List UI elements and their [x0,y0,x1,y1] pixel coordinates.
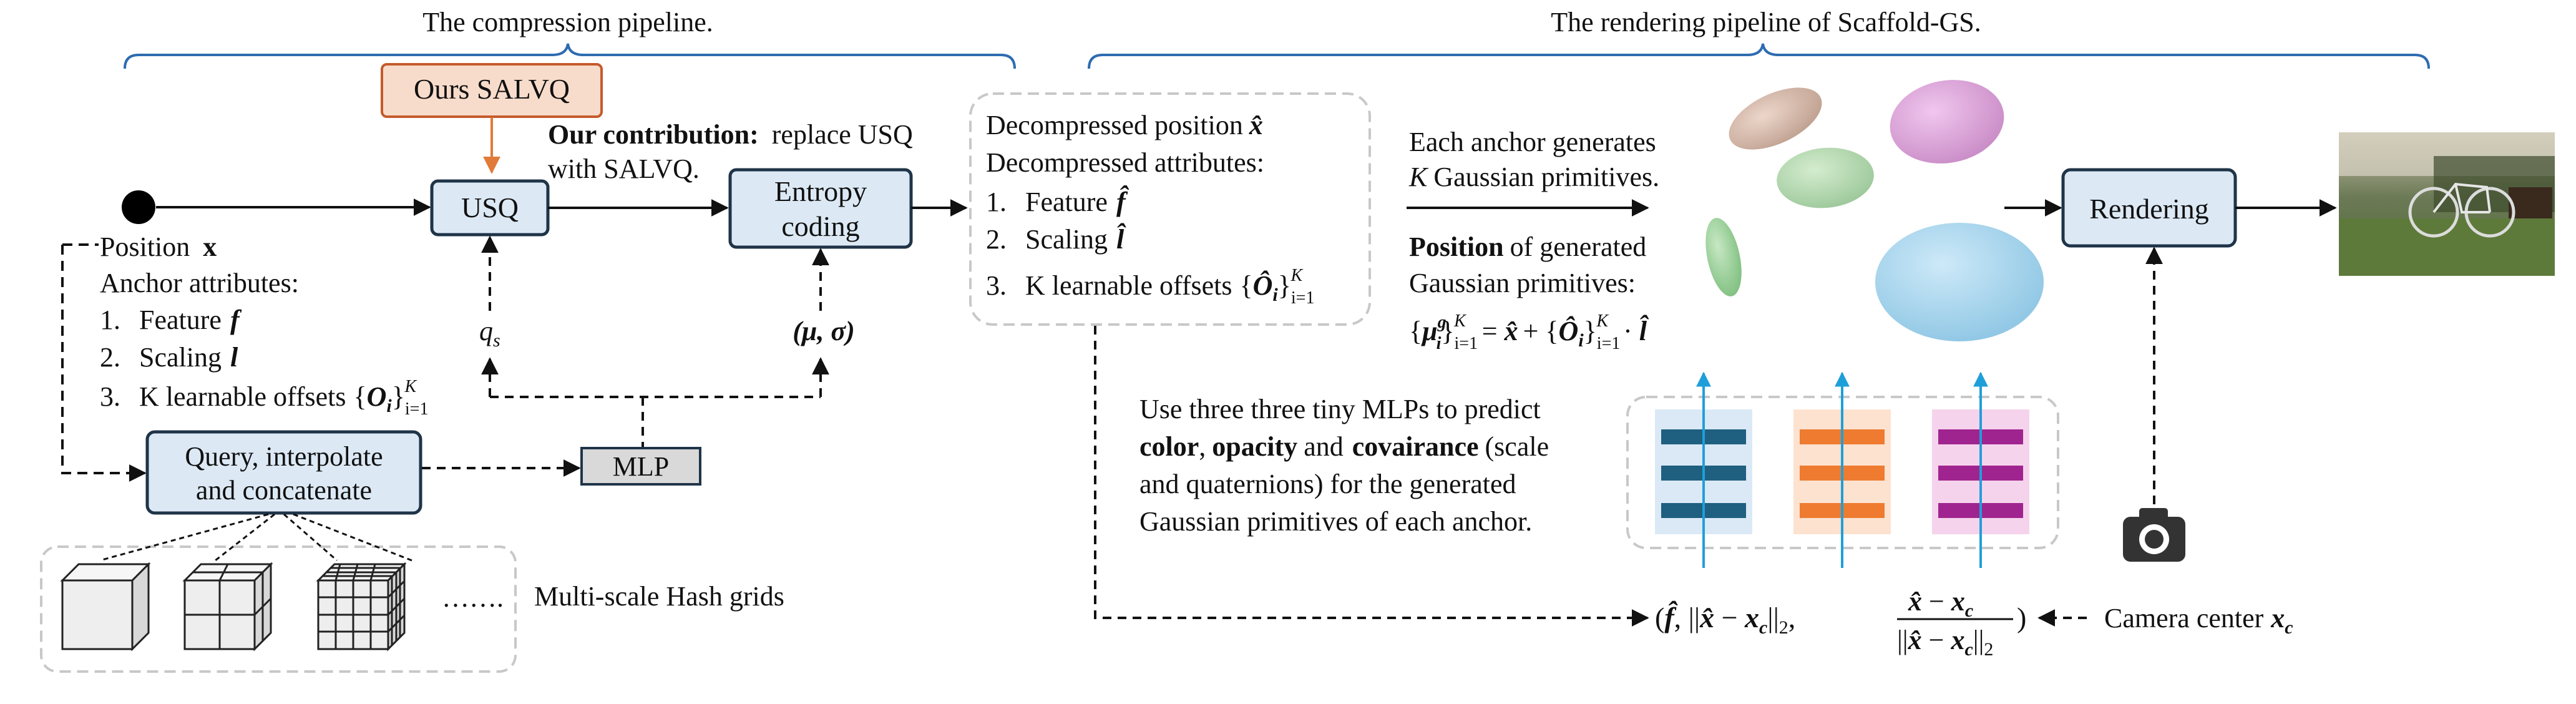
hash-cube-coarse [60,562,151,652]
query-box [145,430,422,515]
position-gen-line2: Gaussian primitives: [1409,268,1636,298]
qs-label: qs [479,316,500,351]
entropy-label-1: Entropy [774,175,867,207]
mlp-desc-line3: and quaternions) for the generated [1139,469,1516,499]
hash-cube-fine [316,562,407,652]
decompressed-attributes: Decompressed attributes: [986,147,1264,178]
anchor-attributes-label: Anchor attributes: [100,268,299,298]
query-label-1: Query, interpolate [185,441,383,472]
contribution-bold: Our contribution: [548,119,759,150]
rendering-brace [1088,43,2430,69]
position-label: Position x [100,232,217,262]
hash-grids-label: Multi-scale Hash grids [534,581,784,612]
hash-cube-medium [182,562,273,652]
bicycle-photo [2339,132,2555,276]
entropy-label-2: coding [781,210,859,242]
salvq-label: Ours SALVQ [414,73,570,105]
salvq-box [381,63,603,118]
usq-label: USQ [461,192,519,223]
contribution-line1: Our contribution: replace USQ [548,119,913,150]
dashed-decompressed-to-viewinput [1094,326,1649,627]
query-label-2: and concatenate [196,475,372,506]
attr-item-3: 3.K learnable offsets{Oi}i=1K [100,377,428,419]
dashed-mlp-branch [490,396,821,448]
compression-title: The compression pipeline. [422,7,713,37]
hash-ellipsis: ……. [442,582,504,613]
compression-brace [124,43,1016,69]
dashed-attr-to-query [61,243,145,473]
mlp-desc-line1: Use three three tiny MLPs to predict [1139,394,1541,424]
svg-text:): ) [2017,602,2026,633]
view-input-expression: (f̂, ||x̂ − xc||2, x̂ − xc ||x̂ − xc||2 … [1655,586,2026,660]
hash-spokes [99,513,412,562]
mlp-label: MLP [613,451,669,482]
hash-grids-container [40,545,517,673]
contribution-rest: replace USQ [772,119,913,150]
decompressed-item-3: 3.K learnable offsets{Ôi}i=1K [986,266,1314,308]
anchor-gen-line1: Each anchor generates [1409,127,1656,157]
mu-sigma-label: (μ, σ) [793,316,855,346]
rendering-title: The rendering pipeline of Scaffold-GS. [1551,7,1981,37]
mlp-flow-arrows [1696,371,1988,568]
gaussian-primitives [1705,80,2044,341]
mlp-box [580,447,701,486]
svg-text:x̂ − xc: x̂ − xc [1908,586,1973,621]
decompressed-container [969,92,1371,326]
input-point [122,190,155,224]
rendering-label: Rendering [2089,193,2209,225]
svg-text:(f̂, ||x̂ − xc||2,: (f̂, ||x̂ − xc||2, [1655,600,1795,638]
camera-icon [2123,508,2185,562]
svg-text:||x̂ − xc||2: ||x̂ − xc||2 [1897,625,1993,660]
contribution-line2: with SALVQ. [548,154,700,184]
mlp-desc-line4: Gaussian primitives of each anchor. [1139,506,1532,537]
